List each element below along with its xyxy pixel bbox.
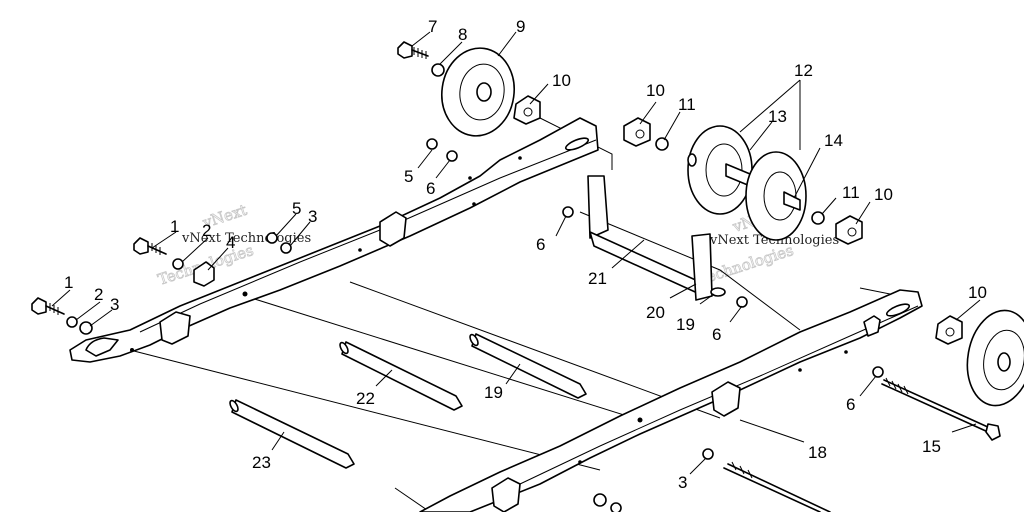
callout-6-axle-right: 6 — [712, 325, 721, 344]
callout-21: 21 — [588, 269, 607, 288]
lower-bolt-18 — [723, 461, 831, 512]
callout-18: 18 — [808, 443, 827, 462]
callout-3-left: 3 — [110, 295, 119, 314]
callout-3-upper: 3 — [308, 207, 317, 226]
callout-5-left: 5 — [292, 199, 301, 218]
cross-shaft-23 — [229, 399, 355, 469]
nut-5-top — [426, 138, 438, 150]
washer-11-top — [655, 137, 669, 151]
callout-7: 7 — [428, 17, 437, 36]
bolt-1-upper — [133, 237, 167, 255]
spacer-10-right — [835, 215, 863, 245]
bolt-7 — [397, 41, 429, 59]
callout-10-top: 10 — [552, 71, 571, 90]
callout-6-right: 6 — [846, 395, 855, 414]
callout-22: 22 — [356, 389, 375, 408]
washer-8 — [431, 63, 445, 77]
right-slide-rail — [419, 289, 923, 512]
washer-3-lower — [702, 448, 714, 460]
callout-19-axle: 19 — [676, 315, 695, 334]
callout-8: 8 — [458, 25, 467, 44]
callout-11-right: 11 — [842, 183, 860, 202]
callout-1-upper: 1 — [170, 217, 179, 236]
washer-3-left — [79, 321, 93, 335]
callout-6-axle: 6 — [536, 235, 545, 254]
cross-shaft-19 — [469, 333, 587, 399]
callout-23: 23 — [252, 453, 271, 472]
nut-5-left — [266, 232, 278, 244]
callout-9: 9 — [516, 17, 525, 36]
callout-13: 13 — [768, 107, 787, 126]
spacer-10-mid — [623, 117, 651, 147]
callout-15: 15 — [922, 437, 941, 456]
callout-5-top: 5 — [404, 167, 413, 186]
callout-10-far-right: 10 — [968, 283, 987, 302]
washer-2-lower — [66, 316, 78, 328]
washer-11-right — [811, 211, 825, 225]
callout-14: 14 — [824, 131, 843, 150]
callout-19-shaft: 19 — [484, 383, 503, 402]
left-slide-rail — [69, 117, 599, 363]
long-bolt-15 — [881, 377, 1001, 441]
callout-2-lower: 2 — [94, 285, 103, 304]
callout-20: 20 — [646, 303, 665, 322]
washer-3-upper — [280, 242, 292, 254]
callout-12: 12 — [794, 61, 813, 80]
idler-wheel-right — [966, 309, 1024, 407]
washer-6-top — [446, 150, 458, 162]
leader-lines — [51, 31, 981, 475]
bracket-4 — [193, 261, 215, 287]
assembly-guide-lines — [129, 117, 921, 512]
idler-wheel-9 — [441, 47, 515, 137]
callout-10-mid: 10 — [646, 81, 665, 100]
spacer-10-far-right — [935, 315, 963, 345]
callout-11-top: 11 — [678, 95, 696, 114]
washer-6-right — [872, 366, 884, 378]
callout-10-right: 10 — [874, 185, 893, 204]
callout-3-lower: 3 — [678, 473, 687, 492]
bolt-1-lower — [31, 297, 65, 315]
svg-text:vNext Technologies: vNext Technologies — [181, 231, 311, 246]
callout-1-lower: 1 — [64, 273, 73, 292]
washer-2-upper — [172, 258, 184, 270]
bottom-hardware — [593, 493, 622, 512]
callout-6-top: 6 — [426, 179, 435, 198]
spacer-10-top — [513, 95, 541, 125]
dual-wheel-assembly — [687, 125, 807, 241]
callout-4: 4 — [226, 233, 235, 252]
cross-shaft-22 — [339, 341, 463, 411]
callout-2-upper: 2 — [202, 221, 211, 240]
callout-labels: 1 2 3 1 2 4 5 3 7 8 9 10 5 6 10 11 12 13… — [64, 17, 987, 492]
